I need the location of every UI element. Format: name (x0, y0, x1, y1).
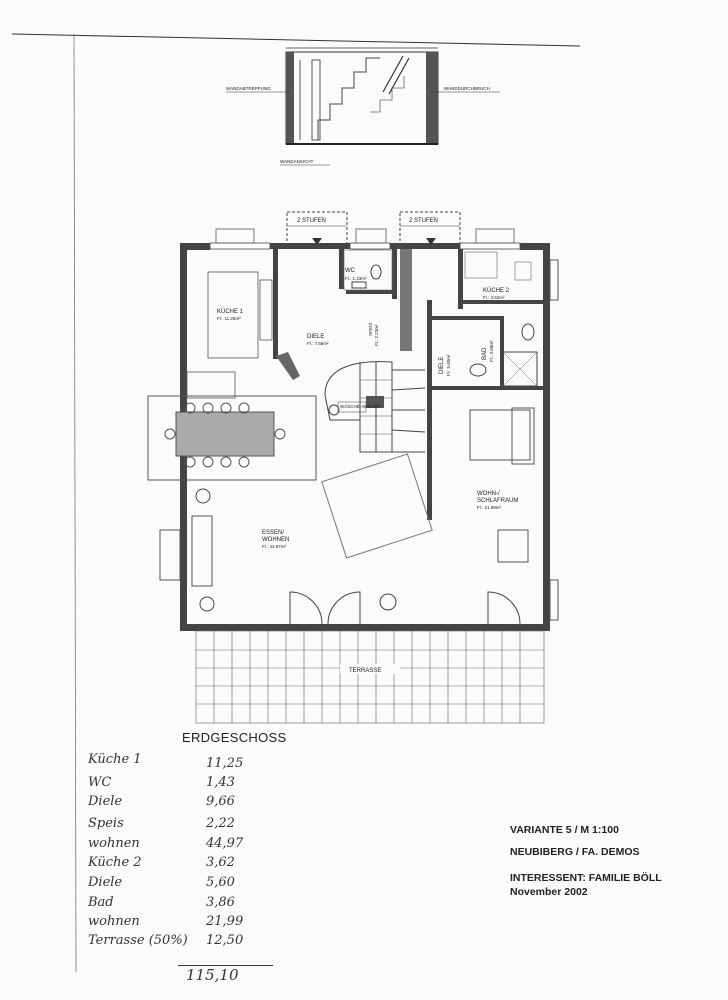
area-name: Bad (88, 895, 114, 910)
area-name: Diele (88, 794, 123, 809)
room-essen-area: Fl.: 44.97m² (262, 544, 287, 549)
room-kueche1-name: KÜCHE 1 (217, 308, 244, 315)
area-name: wohnen (88, 836, 140, 851)
room-speis-area: Fl.: 2.22m² (374, 324, 379, 346)
area-value: 9,66 (206, 794, 235, 809)
area-value: 12,50 (206, 933, 244, 948)
area-name: Speis (88, 816, 124, 831)
area-name: Diele (88, 875, 123, 890)
elevation-label-bottom: WANDANSICHT (280, 159, 314, 164)
area-name: Küche 2 (88, 855, 142, 870)
area-value: 5,60 (206, 875, 235, 890)
area-value: 3,86 (206, 895, 235, 910)
area-value: 11,25 (206, 756, 244, 771)
room-essen-line1: ESSEN/ (262, 530, 284, 536)
info-variant: VARIANTE 5 / M 1:100 (510, 824, 619, 836)
room-diele1-area: Fl.: 7.66m² (307, 341, 329, 346)
steps-label-left: 2 STUFEN (297, 218, 326, 224)
room-kueche2-area: Fl.: 3.62m² (483, 295, 505, 300)
room-diele2-area: Fl.: 5.60m² (446, 354, 451, 376)
area-value: 21,99 (206, 914, 244, 929)
info-location: NEUBIBERG / FA. DEMOS (510, 846, 640, 858)
area-value: 3,62 (206, 855, 235, 870)
sum-line (178, 965, 273, 966)
room-kueche1-area: Fl.: 11.25m² (217, 316, 241, 321)
room-essen-line2: WOHNEN (262, 537, 289, 543)
room-wc-name: WC (345, 268, 356, 274)
room-diele2-name: DIELE (439, 357, 445, 374)
staircase: WÄSCHE-ABWURF (324, 361, 426, 453)
terrace-grid (195, 630, 545, 724)
room-bad-name: BAD (482, 347, 488, 360)
elevation-label-right: WANDDURCHBRUCH (444, 86, 490, 91)
area-value: 44,97 (206, 836, 244, 851)
stair-note: WÄSCHE-ABWURF (340, 403, 381, 409)
room-wc-area: Fl.: 1.43m² (345, 276, 367, 281)
room-wohn-line2: SCHLAFRAUM (477, 498, 518, 504)
room-wohn-area: Fl.: 21.99m² (477, 505, 502, 510)
elevation-label-left: WANDABTREPPUNG (226, 86, 271, 91)
area-name: WC (88, 775, 112, 790)
area-name: Küche 1 (88, 752, 142, 767)
room-speis-name: SPEIS (368, 323, 373, 336)
area-name: wohnen (88, 914, 140, 929)
floor-title: ERDGESCHOSS (182, 730, 287, 745)
info-date: November 2002 (510, 886, 588, 898)
room-diele1-name: DIELE (307, 334, 324, 340)
wall-elevation: WANDABTREPPUNG WANDDURCHBRUCH WANDANSICH… (226, 47, 500, 166)
steps-label-right: 2 STUFEN (409, 218, 438, 224)
area-value: 2,22 (206, 816, 235, 831)
room-wohn-line1: WOHN-/ (477, 491, 500, 497)
room-terrasse: TERRASSE (349, 668, 381, 674)
room-kueche2-name: KÜCHE 2 (483, 287, 510, 294)
area-total: 115,10 (186, 966, 239, 984)
room-bad-area: Fl.: 3.86m² (489, 340, 494, 362)
info-client: INTERESSENT: FAMILIE BÖLL (510, 872, 662, 884)
area-value: 1,43 (206, 775, 235, 790)
floor-plan: 2 STUFEN 2 STUFEN (147, 211, 559, 724)
area-name: Terrasse (50%) (88, 933, 188, 948)
